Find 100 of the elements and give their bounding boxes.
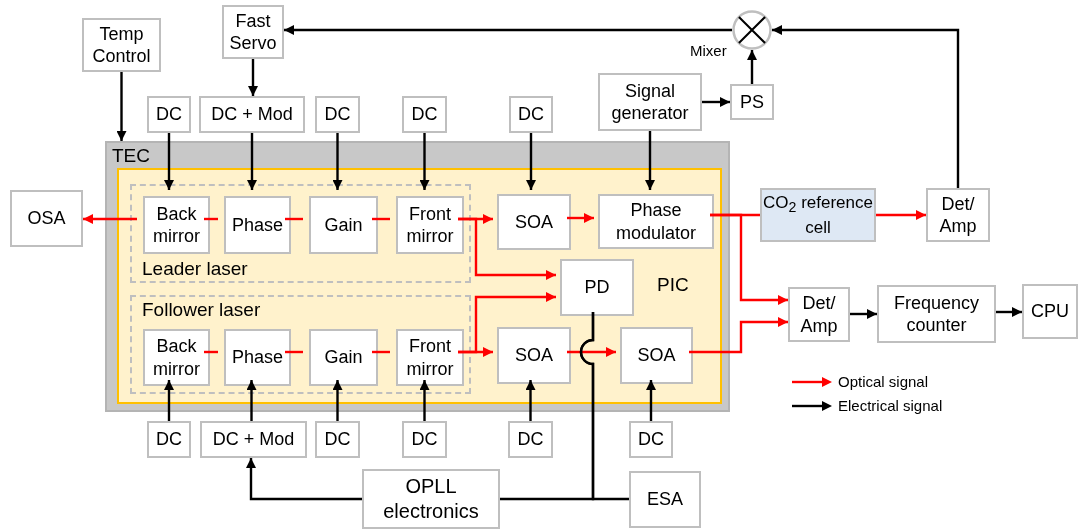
box-label: Phase xyxy=(231,213,283,237)
arrow xyxy=(332,133,343,190)
connector-line xyxy=(372,217,390,221)
arrow xyxy=(747,50,757,84)
process-box xyxy=(788,287,850,342)
box-label: Gain xyxy=(324,346,363,369)
box-label: CO$_{2}$ reference cell xyxy=(762,191,874,239)
process-box xyxy=(147,421,191,458)
box-label: Front mirror xyxy=(405,335,455,380)
box-label: Phase xyxy=(231,346,283,369)
box-label: Back mirror xyxy=(152,202,201,248)
box-label: DC xyxy=(638,428,664,451)
arrow xyxy=(850,309,877,319)
box-label: DC xyxy=(411,103,438,126)
box-label: DC xyxy=(156,428,182,451)
legend-label: Optical signal xyxy=(838,373,929,390)
box-label: ESA xyxy=(647,488,683,511)
connector-line xyxy=(285,217,303,221)
process-box xyxy=(10,190,83,247)
process-box xyxy=(620,327,693,384)
process-box xyxy=(315,96,360,133)
process-box xyxy=(315,421,360,458)
box-label: SOA xyxy=(515,210,553,234)
group-label: PIC xyxy=(657,274,689,296)
arrow xyxy=(526,133,536,190)
process-box xyxy=(200,421,307,458)
connector-line xyxy=(372,350,390,354)
process-box xyxy=(396,196,464,254)
arrow xyxy=(567,213,594,223)
process-box xyxy=(309,196,378,254)
process-box xyxy=(143,196,210,254)
arrow xyxy=(567,347,616,357)
box-label: PD xyxy=(584,276,610,299)
arrow xyxy=(458,217,556,280)
box-label: DC + Mod xyxy=(212,428,295,451)
node-caption: Mixer xyxy=(690,42,727,59)
group-label: Follower laser xyxy=(142,299,261,321)
process-box xyxy=(224,329,291,386)
process-box xyxy=(509,96,553,133)
legend-label: Electrical signal xyxy=(838,397,943,414)
box-label: DC xyxy=(517,428,544,451)
laser-group-frame xyxy=(130,295,471,394)
arrow xyxy=(83,214,137,224)
process-box xyxy=(402,96,447,133)
process-box xyxy=(497,194,571,250)
connector-line xyxy=(579,312,629,501)
box-label: DC xyxy=(411,428,438,451)
box-label: Gain xyxy=(324,213,363,237)
connector-line xyxy=(204,217,218,221)
process-box xyxy=(1022,284,1078,339)
arrow xyxy=(248,59,258,96)
process-box xyxy=(402,421,447,458)
arrow xyxy=(702,97,730,107)
arrow xyxy=(458,292,556,354)
process-box xyxy=(143,329,210,386)
connector-line xyxy=(204,350,218,354)
box-label: OSA xyxy=(27,207,66,230)
box-label: PS xyxy=(740,90,764,114)
process-box xyxy=(396,329,464,386)
box-label: SOA xyxy=(637,344,676,367)
process-box xyxy=(629,421,673,458)
process-box xyxy=(497,327,571,384)
box-label: CPU xyxy=(1031,300,1069,323)
process-box xyxy=(926,188,990,242)
box-label: Det/ Amp xyxy=(938,192,978,238)
process-box xyxy=(82,18,161,72)
process-box xyxy=(598,194,714,249)
process-box xyxy=(629,471,701,528)
tec-panel xyxy=(105,141,730,412)
group-label: TEC xyxy=(112,145,150,167)
arrow xyxy=(164,380,174,421)
box-label: DC xyxy=(324,428,351,451)
arrow xyxy=(419,133,430,190)
pic-panel xyxy=(117,168,722,404)
arrow xyxy=(246,458,362,501)
box-label: DC xyxy=(518,103,544,126)
process-box xyxy=(147,96,191,133)
laser-group-frame xyxy=(130,184,471,283)
arrow xyxy=(646,380,656,421)
process-box xyxy=(224,196,291,254)
arrow xyxy=(164,133,174,190)
box-label: OPLL electronics xyxy=(382,474,480,524)
process-box xyxy=(560,259,634,316)
arrow xyxy=(116,72,127,141)
box-label: SOA xyxy=(515,344,553,367)
arrow xyxy=(645,131,655,190)
process-box xyxy=(199,96,305,133)
process-box xyxy=(877,285,996,343)
arrow xyxy=(772,25,960,188)
connector-line xyxy=(285,350,303,354)
arrow xyxy=(284,25,732,35)
box-label: Frequency counter xyxy=(892,291,980,337)
process-box xyxy=(508,421,553,458)
box-label: Temp Control xyxy=(91,22,152,68)
arrow xyxy=(689,317,788,354)
arrow xyxy=(876,210,926,220)
process-box xyxy=(309,329,378,386)
box-label: Phase modulator xyxy=(614,199,697,244)
group-label: Leader laser xyxy=(142,258,248,280)
arrow xyxy=(247,133,257,190)
